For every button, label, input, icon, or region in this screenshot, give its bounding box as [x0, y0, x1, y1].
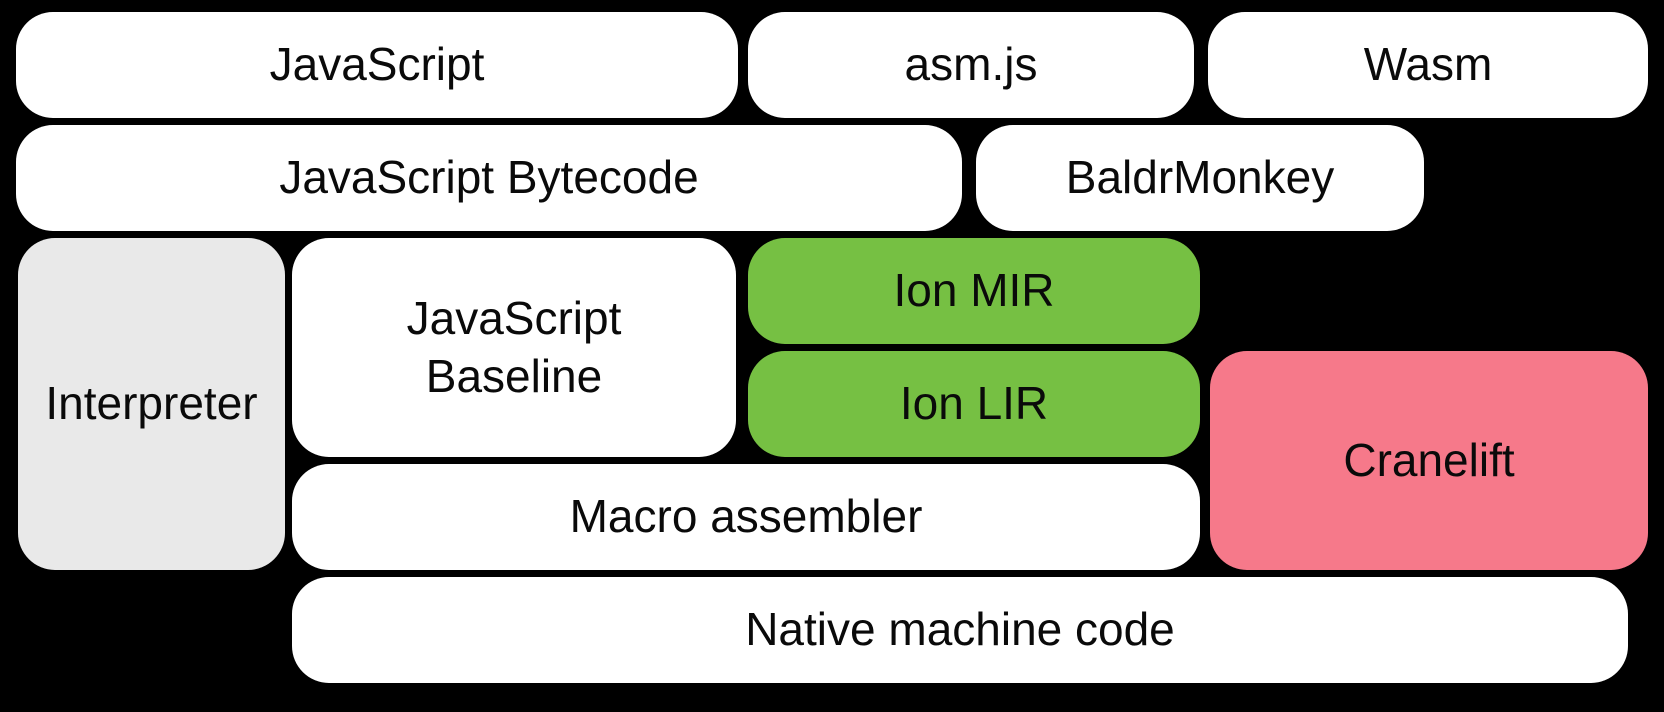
node-baldrmonkey: BaldrMonkey	[976, 125, 1424, 231]
node-ion-lir: Ion LIR	[748, 351, 1200, 457]
node-interpreter: Interpreter	[18, 238, 285, 570]
node-wasm: Wasm	[1208, 12, 1648, 118]
node-macro-assembler: Macro assembler	[292, 464, 1200, 570]
node-javascript: JavaScript	[16, 12, 738, 118]
node-asm-js: asm.js	[748, 12, 1194, 118]
node-javascript-bytecode: JavaScript Bytecode	[16, 125, 962, 231]
node-native-machine-code: Native machine code	[292, 577, 1628, 683]
node-ion-mir: Ion MIR	[748, 238, 1200, 344]
node-cranelift: Cranelift	[1210, 351, 1648, 570]
node-javascript-baseline: JavaScript Baseline	[292, 238, 736, 457]
